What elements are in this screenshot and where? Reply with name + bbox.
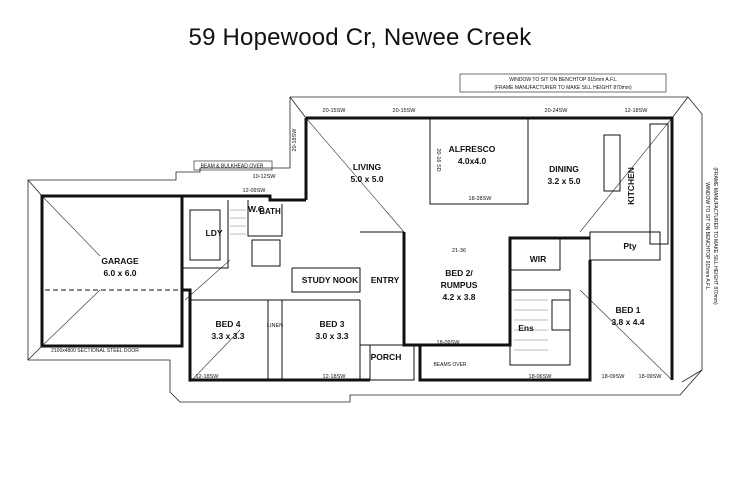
garage-label: GARAGE — [101, 256, 139, 266]
alfresco-label: ALFRESCO — [449, 144, 496, 154]
wc-label: W.C — [248, 204, 264, 214]
kitchen-label: KITCHEN — [626, 167, 636, 205]
window-size: 20-24SW — [545, 108, 569, 114]
dining-label: DINING — [549, 164, 579, 174]
pantry-label: Pty — [623, 241, 637, 251]
window-size: 10-12SW — [253, 174, 277, 180]
ensuite-label: Ens — [518, 323, 534, 333]
window-note-side: WINDOW TO SIT ON BENCHTOP 915mm A.F.L — [704, 182, 710, 290]
linen-label: LINEN — [267, 323, 283, 329]
porch-label: PORCH — [371, 352, 402, 362]
window-size: 18-09SW — [437, 340, 461, 346]
wir-label: WIR — [530, 254, 547, 264]
dining-dim: 3.2 x 5.0 — [547, 176, 580, 186]
study-label: STUDY NOOK — [302, 275, 359, 285]
alfresco-dim: 4.0x4.0 — [458, 156, 487, 166]
garage-door-note: 2100x4800 SECTIONAL STEEL DOOR — [51, 348, 139, 354]
living-label: LIVING — [353, 162, 382, 172]
beam-bulkhead-note: BEAM & BULKHEAD OVER — [201, 164, 264, 170]
window-size: 12-09SW — [243, 188, 267, 194]
window-sizes: 20-15SW 20-15SW 20-24SW 12-18SW 20-18SW … — [196, 108, 663, 380]
garage-dim: 6.0 x 6.0 — [103, 268, 136, 278]
window-note-top: WINDOW TO SIT ON BENCHTOP 915mm A.F.L — [509, 77, 617, 83]
window-size: 18-09SW — [639, 374, 663, 380]
bed4-dim: 3.3 x 3.3 — [211, 331, 244, 341]
walls — [40, 116, 674, 382]
annotations: WINDOW TO SIT ON BENCHTOP 915mm A.F.L (F… — [51, 73, 718, 368]
bath-label: BATH — [259, 207, 281, 216]
roof-outline — [27, 96, 703, 403]
window-note-top-2: (FRAME MANUFACTURER TO MAKE SILL HEIGHT … — [494, 85, 632, 91]
bed3-dim: 3.0 x 3.3 — [315, 331, 348, 341]
page-title: 59 Hopewood Cr, Newee Creek — [188, 24, 532, 51]
window-note-side-2: (FRAME MANUFACTURER TO MAKE SILL HEIGHT … — [712, 167, 718, 305]
bed3-label: BED 3 — [319, 319, 344, 329]
bed4-label: BED 4 — [215, 319, 240, 329]
window-size: 18-09SW — [602, 374, 626, 380]
room-labels: LIVING 5.0 x 5.0 ALFRESCO 4.0x4.0 DINING… — [101, 144, 644, 362]
window-size: 20-15SW — [323, 108, 347, 114]
bed2-label2: RUMPUS — [441, 280, 478, 290]
window-size: 20-15SW — [393, 108, 417, 114]
window-size: 18-06SW — [529, 374, 553, 380]
bed1-label: BED 1 — [615, 305, 640, 315]
window-size: 18-28SW — [469, 196, 493, 202]
window-size: 12-18SW — [323, 374, 347, 380]
wet-area-tiles — [230, 209, 548, 351]
window-size: 12-18SW — [625, 108, 649, 114]
window-size: 20-18SW — [292, 128, 298, 152]
window-size: 21-36 — [452, 248, 466, 254]
window-size: 20-16 SD — [435, 148, 441, 171]
beams-over-note: BEAMS OVER — [433, 362, 466, 368]
ldy-label: LDY — [206, 228, 223, 238]
living-dim: 5.0 x 5.0 — [350, 174, 383, 184]
entry-label: ENTRY — [371, 275, 400, 285]
bed1-dim: 3.8 x 4.4 — [611, 317, 644, 327]
bed2-dim: 4.2 x 3.8 — [442, 292, 475, 302]
window-size: 12-18SW — [196, 374, 220, 380]
bed2-label: BED 2/ — [445, 268, 473, 278]
